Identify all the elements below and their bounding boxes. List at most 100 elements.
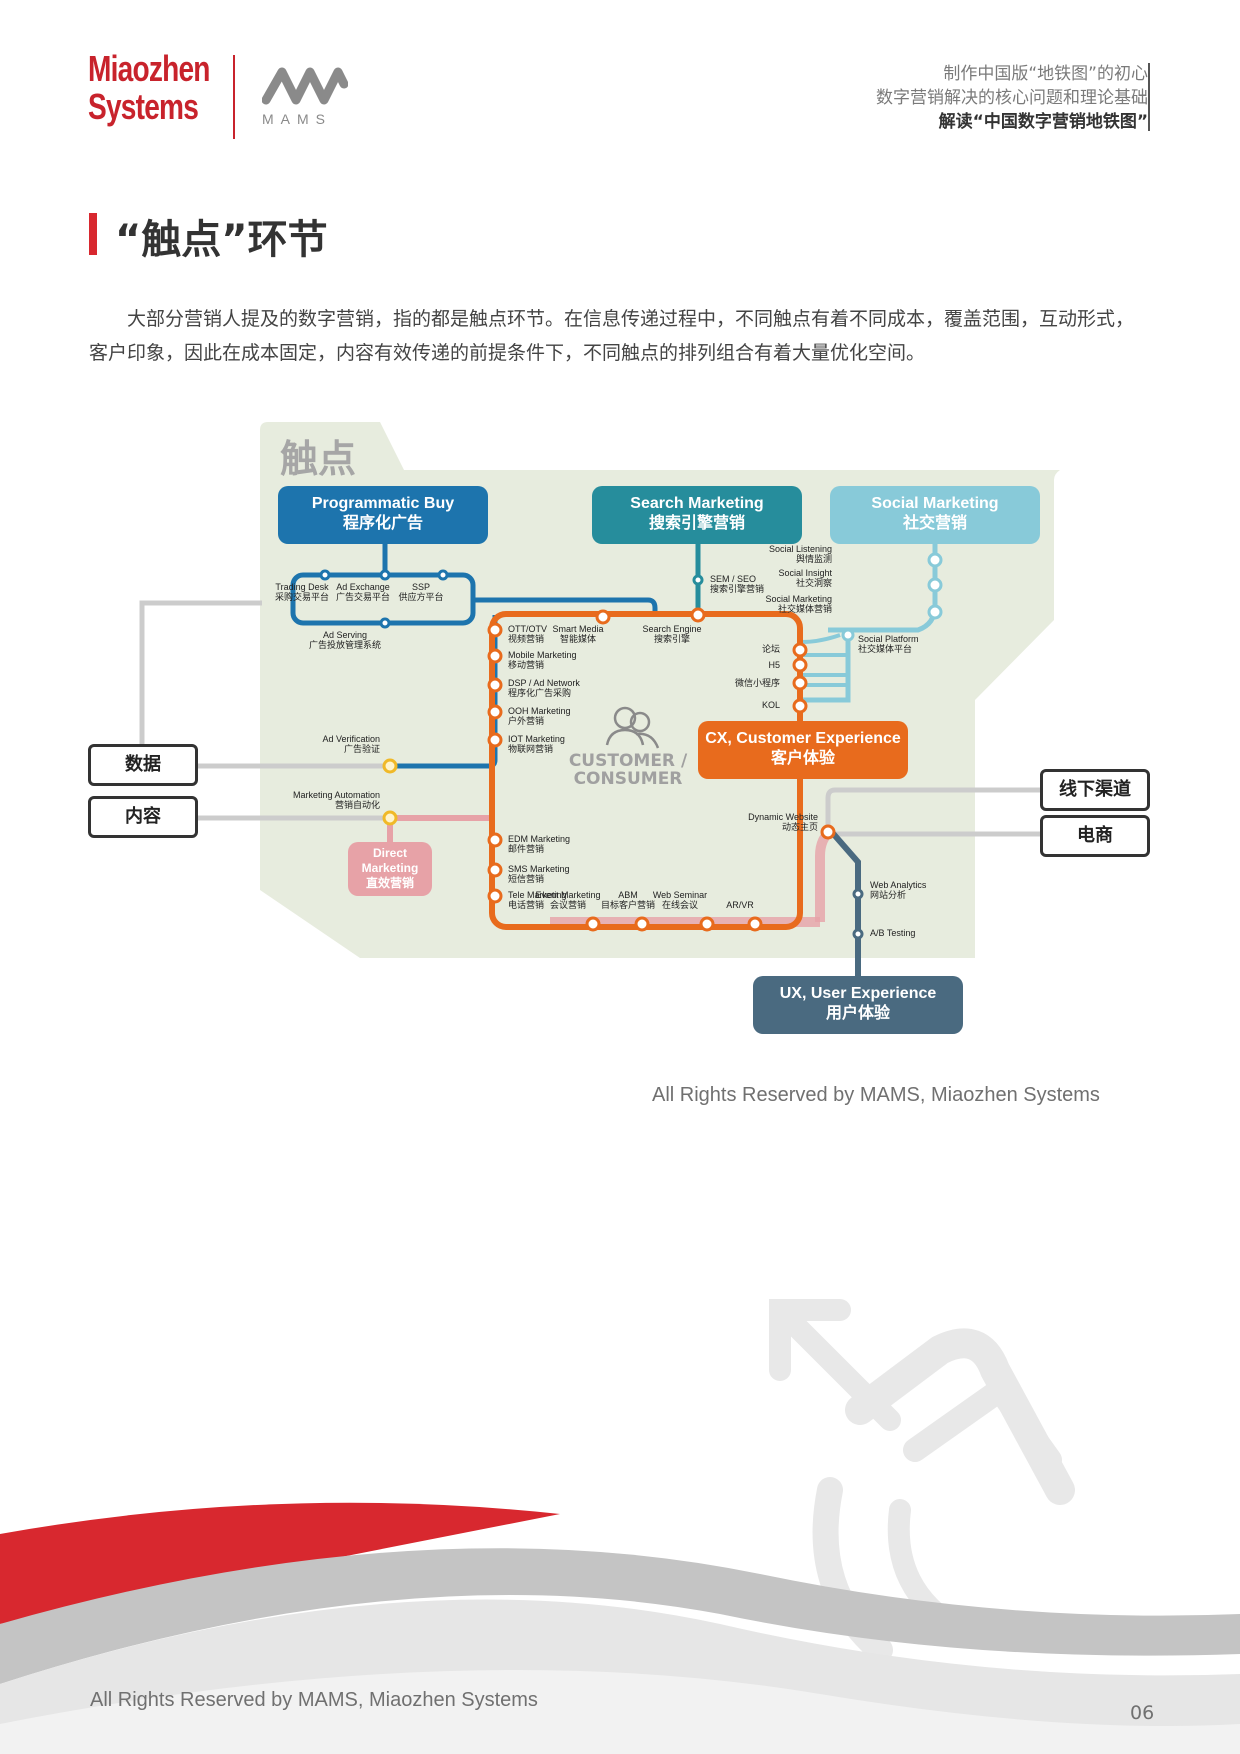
station-text: 短信营销 — [508, 874, 545, 884]
station-text: 邮件营销 — [508, 844, 545, 854]
station-label-kol: KOL — [660, 700, 780, 710]
station-text: KOL — [761, 700, 780, 710]
header-bar — [1148, 63, 1150, 131]
logo-line1: Miaozhen — [88, 48, 210, 89]
direct-en-1: Direct — [372, 846, 407, 860]
station-text: SSP — [411, 582, 430, 592]
direct-en-2: Marketing — [361, 861, 419, 875]
page-number: 06 — [1130, 1702, 1155, 1724]
search-marketing-box: Search Marketing 搜索引擎营销 — [592, 486, 802, 544]
station-text: EDM Marketing — [508, 834, 571, 844]
content-box: 内容 — [88, 796, 198, 838]
station-text: Web Analytics — [870, 880, 927, 890]
station-label-ab-testing: A/B Testing — [870, 928, 990, 938]
station-text: Marketing Automation — [292, 790, 380, 800]
programmatic-en: Programmatic Buy — [311, 495, 455, 512]
data-box: 数据 — [88, 744, 198, 786]
bottom-wave-decoration — [0, 1502, 1240, 1754]
station-label-h5: H5 — [660, 660, 780, 670]
social-en: Social Marketing — [871, 495, 999, 512]
station-text: Social Insight — [778, 568, 832, 578]
station-text: 物联网营销 — [508, 744, 554, 754]
station-text: 社交媒体营销 — [777, 604, 832, 614]
station-text: 搜索引擎营销 — [710, 584, 765, 594]
station-text: 电话营销 — [508, 900, 545, 910]
customer-line1: CUSTOMER / — [568, 751, 688, 771]
credit-footer: All Rights Reserved by MAMS, Miaozhen Sy… — [90, 1689, 538, 1711]
station-text: 论坛 — [761, 644, 780, 654]
station-text: AR/VR — [726, 900, 754, 910]
station-text: Social Marketing — [765, 594, 832, 604]
cx-en: CX, Customer Experience — [705, 730, 901, 747]
station-text: Ad Serving — [322, 630, 368, 640]
station-text: 广告投放管理系统 — [308, 640, 381, 650]
hand-cursor-icon — [769, 1299, 1075, 1663]
station-text: Mobile Marketing — [508, 650, 577, 660]
station-text: Dynamic Website — [748, 812, 818, 822]
station-label-arvr: AR/VR — [680, 900, 800, 910]
station-text: 户外营销 — [508, 716, 545, 726]
station-text: OOH Marketing — [508, 706, 571, 716]
customer-icon — [605, 706, 660, 749]
search-en: Search Marketing — [630, 495, 764, 512]
station-text: 会议营销 — [549, 900, 586, 910]
line-offline — [825, 787, 1040, 828]
station-text: DSP / Ad Network — [508, 678, 580, 688]
station-text: 微信小程序 — [734, 678, 780, 688]
line-programmatic — [473, 597, 658, 616]
programmatic-zh: 程序化广告 — [342, 515, 423, 532]
station-label-mini: 微信小程序 — [660, 678, 780, 688]
station-text: OTT/OTV — [508, 624, 547, 634]
header-titles: 制作中国版“地铁图”的初心 数字营销解决的核心问题和理论基础 解读“中国数字营销… — [876, 62, 1148, 134]
direct-marketing-box: Direct Marketing 直效营销 — [348, 842, 432, 896]
station-text: 程序化广告采购 — [508, 688, 572, 698]
ux-zh: 用户体验 — [825, 1005, 890, 1022]
customer-line2: CONSUMER — [573, 769, 683, 789]
header-line-bold: 解读“中国数字营销地铁图” — [938, 112, 1148, 132]
station-text: A/B Testing — [870, 928, 916, 938]
station-text: SEM / SEO — [710, 574, 757, 584]
section-marker — [89, 213, 97, 255]
station-text: 社交媒体平台 — [858, 644, 913, 654]
station-text: 动态主页 — [781, 822, 818, 832]
station-text: Ad Verification — [322, 734, 380, 744]
metro-map-svg — [139, 422, 1060, 980]
social-zh: 社交营销 — [902, 515, 967, 532]
mams-logo-text: MAMS — [262, 111, 332, 127]
station-text: 目标客户营销 — [600, 900, 655, 910]
customer-label: CUSTOMER / CONSUMER — [564, 752, 692, 788]
miaozhen-logo: Miaozhen Systems — [88, 50, 210, 126]
station-text: Event Marketing — [535, 890, 601, 900]
station-text: ABM — [618, 890, 638, 900]
station-text: 采购交易平台 — [274, 592, 329, 602]
station-text: 智能媒体 — [559, 634, 596, 644]
station-text: Ad Exchange — [336, 582, 390, 592]
station-text: 搜索引擎 — [653, 634, 690, 644]
search-zh: 搜索引擎营销 — [648, 515, 745, 532]
touchpoint-label: 触点 — [280, 437, 357, 481]
line-ux — [827, 828, 861, 980]
station-text: Social Listening — [768, 544, 832, 554]
station-text: H5 — [768, 660, 780, 670]
station-text: Social Platform — [858, 634, 919, 644]
intro-paragraph: 大部分营销人提及的数字营销，指的都是触点环节。在信息传递过程中，不同触点有着不同… — [89, 308, 1135, 364]
